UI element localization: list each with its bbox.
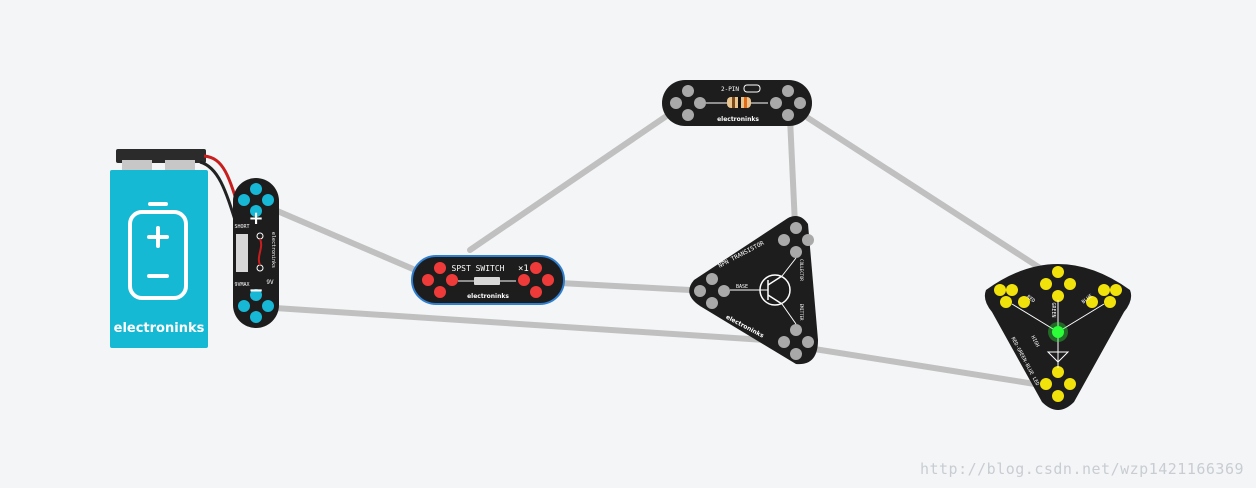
rgb-led-board[interactable]: RED GREEN BLUE HIGH RED-GREEN-BLUE LED bbox=[984, 264, 1132, 410]
switch-label: SPST SWITCH bbox=[452, 264, 505, 273]
connector-max-label: 9VMAX bbox=[234, 282, 249, 288]
pad[interactable] bbox=[782, 85, 794, 97]
wire-connector-to-switch[interactable] bbox=[272, 207, 423, 275]
pad[interactable] bbox=[1086, 296, 1098, 308]
pad[interactable] bbox=[802, 234, 814, 246]
battery[interactable]: electroninks bbox=[110, 149, 248, 348]
pad[interactable] bbox=[1006, 284, 1018, 296]
snap-connector bbox=[236, 234, 248, 272]
switch-toggle-icon[interactable] bbox=[474, 277, 500, 285]
pad[interactable] bbox=[682, 85, 694, 97]
connector-brand: electroninks bbox=[270, 232, 276, 268]
wire-resistor-to-transistor[interactable] bbox=[787, 115, 798, 228]
resistor-board[interactable]: 2-PIN electroninks bbox=[662, 80, 812, 126]
wires bbox=[272, 112, 1043, 387]
minus-sign: − bbox=[248, 280, 263, 301]
pad[interactable] bbox=[790, 246, 802, 258]
wire-resistor-to-led[interactable] bbox=[805, 115, 1043, 271]
pad[interactable] bbox=[778, 234, 790, 246]
resistor-brand: electroninks bbox=[717, 116, 759, 123]
pad[interactable] bbox=[434, 262, 446, 274]
pad[interactable] bbox=[694, 285, 706, 297]
pad[interactable] bbox=[250, 205, 262, 217]
connector-voltage-label: 9V bbox=[266, 279, 274, 286]
battery-terminal-right bbox=[165, 160, 195, 172]
led-red-label: RED bbox=[1025, 294, 1036, 304]
pad[interactable] bbox=[250, 183, 262, 195]
pad[interactable] bbox=[518, 274, 530, 286]
pad[interactable] bbox=[706, 297, 718, 309]
pad[interactable] bbox=[694, 97, 706, 109]
pad[interactable] bbox=[790, 324, 802, 336]
plus-sign: + bbox=[248, 208, 263, 229]
pad[interactable] bbox=[994, 284, 1006, 296]
pad[interactable] bbox=[530, 286, 542, 298]
pad[interactable] bbox=[782, 109, 794, 121]
pad[interactable] bbox=[434, 286, 446, 298]
wire-switch-to-resistor[interactable] bbox=[467, 112, 671, 253]
pad[interactable] bbox=[682, 109, 694, 121]
transistor-board[interactable]: NPN TRANSISTOR BASE COLLECTOR EMITTER el… bbox=[689, 216, 818, 365]
transistor-base-label: BASE bbox=[736, 284, 748, 290]
pad[interactable] bbox=[802, 336, 814, 348]
transistor-collector-label: COLLECTOR bbox=[799, 259, 804, 281]
switch-brand: electroninks bbox=[467, 293, 509, 300]
pad[interactable] bbox=[262, 194, 274, 206]
led-green-label: GREEN bbox=[1050, 302, 1056, 317]
wire-switch-to-transistor[interactable] bbox=[557, 280, 693, 293]
led-high-label: HIGH bbox=[1029, 335, 1040, 348]
pad[interactable] bbox=[778, 336, 790, 348]
pad[interactable] bbox=[1052, 366, 1064, 378]
pad[interactable] bbox=[1098, 284, 1110, 296]
transistor-emitter-label: EMITTER bbox=[799, 304, 804, 321]
pad[interactable] bbox=[1064, 278, 1076, 290]
pad[interactable] bbox=[250, 311, 262, 323]
pad[interactable] bbox=[1110, 284, 1122, 296]
battery-cap bbox=[116, 149, 206, 163]
connector-lead bbox=[257, 238, 263, 266]
wire-transistor-to-led[interactable] bbox=[805, 345, 1038, 387]
pad[interactable] bbox=[446, 274, 458, 286]
pad[interactable] bbox=[794, 97, 806, 109]
pad[interactable] bbox=[1052, 390, 1064, 402]
pad[interactable] bbox=[238, 194, 250, 206]
pad[interactable] bbox=[770, 97, 782, 109]
diode-symbol-icon bbox=[1046, 351, 1070, 363]
pad[interactable] bbox=[530, 262, 542, 274]
pad[interactable] bbox=[1018, 296, 1030, 308]
pad[interactable] bbox=[1052, 266, 1064, 278]
pad[interactable] bbox=[1104, 296, 1116, 308]
pad[interactable] bbox=[238, 300, 250, 312]
watermark: http://blog.csdn.net/wzp1421166369 bbox=[919, 460, 1244, 478]
pad[interactable] bbox=[718, 285, 730, 297]
pad[interactable] bbox=[542, 274, 554, 286]
resistor-toggle-icon bbox=[743, 84, 761, 93]
pad[interactable] bbox=[1000, 296, 1012, 308]
pad[interactable] bbox=[422, 274, 434, 286]
pad[interactable] bbox=[790, 348, 802, 360]
battery-icon bbox=[128, 202, 188, 300]
resistor-label: 2-PIN bbox=[721, 86, 739, 93]
pad[interactable] bbox=[790, 222, 802, 234]
pad[interactable] bbox=[1040, 278, 1052, 290]
pad[interactable] bbox=[706, 273, 718, 285]
pad[interactable] bbox=[1052, 290, 1064, 302]
led-icon bbox=[1052, 326, 1064, 338]
wire-connector-to-transistor[interactable] bbox=[272, 305, 798, 345]
pad[interactable] bbox=[670, 97, 682, 109]
battery-brand: electroninks bbox=[114, 321, 205, 336]
pad[interactable] bbox=[250, 289, 262, 301]
pad[interactable] bbox=[262, 300, 274, 312]
battery-connector-board[interactable]: + − electroninks SHORT 9VMAX 9V bbox=[233, 178, 279, 328]
switch-count: ×1 bbox=[518, 264, 529, 274]
pad[interactable] bbox=[1040, 378, 1052, 390]
connector-short-label: SHORT bbox=[234, 224, 249, 230]
pad[interactable] bbox=[1064, 378, 1076, 390]
battery-terminal-left bbox=[122, 160, 152, 172]
switch-board[interactable]: SPST SWITCH ×1 electroninks bbox=[411, 255, 565, 305]
